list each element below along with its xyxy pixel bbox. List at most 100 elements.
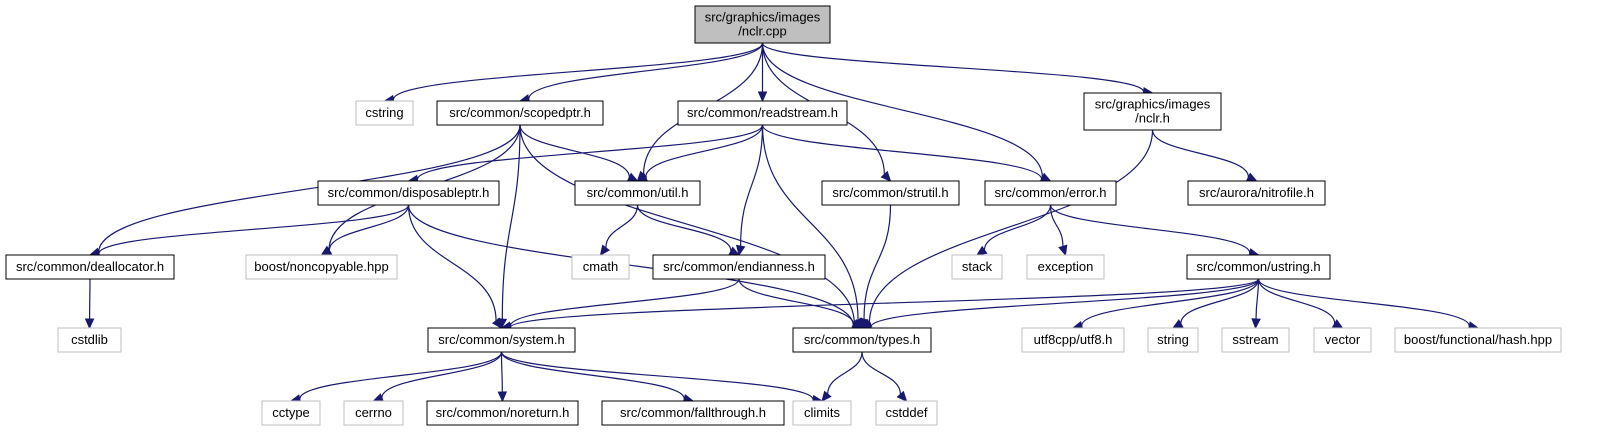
- edges-layer: [84, 42, 1480, 405]
- edge-readstream-to-endianness: [740, 124, 764, 247]
- node-label-noreturn-line-0: src/common/noreturn.h: [436, 405, 570, 420]
- node-label-ustring-line-0: src/common/ustring.h: [1196, 259, 1320, 274]
- edge-ustring-to-types: [870, 278, 1260, 328]
- node-box-nclr_h: [1083, 92, 1222, 131]
- node-sstream: sstream: [1221, 327, 1290, 353]
- node-label-vector-line-0: vector: [1325, 332, 1361, 347]
- node-climits: climits: [792, 400, 852, 426]
- arrowhead-nclr_cpp-to-strutil: [880, 170, 892, 182]
- node-box-deallocator: [5, 254, 175, 280]
- edge-nclr_cpp-to-error: [761, 42, 1043, 178]
- node-box-scopedptr: [436, 100, 604, 126]
- node-label-exception-line-0: exception: [1038, 259, 1094, 274]
- node-stack: stack: [951, 254, 1003, 280]
- node-deallocator[interactable]: src/common/deallocator.h: [5, 254, 175, 280]
- node-cmath: cmath: [571, 254, 630, 280]
- node-label-readstream-line-0: src/common/readstream.h: [687, 105, 838, 120]
- node-box-climits: [792, 400, 852, 426]
- node-system[interactable]: src/common/system.h: [427, 327, 576, 353]
- node-string: string: [1147, 327, 1199, 353]
- edge-nclr_h-to-types: [868, 129, 1154, 323]
- arrowhead-ustring-to-string: [1171, 319, 1184, 329]
- node-label-cstdlib-line-0: cstdlib: [71, 332, 108, 347]
- node-scopedptr[interactable]: src/common/scopedptr.h: [436, 100, 604, 126]
- node-cstddef: cstddef: [875, 400, 938, 426]
- node-label-climits-line-0: climits: [804, 405, 841, 420]
- node-box-cstring: [355, 100, 414, 126]
- node-label-util-line-0: src/common/util.h: [587, 185, 689, 200]
- arrowhead-deallocator-to-cstdlib: [84, 318, 95, 330]
- node-nclr_h[interactable]: src/graphics/images/nclr.h: [1083, 92, 1222, 131]
- node-cstring: cstring: [355, 100, 414, 126]
- node-box-utf8: [1021, 327, 1125, 353]
- arrowhead-types-to-cstddef: [896, 390, 908, 402]
- edge-scopedptr-to-deallocator: [98, 124, 521, 253]
- edge-ustring-to-sstream: [1255, 278, 1260, 320]
- node-box-system: [427, 327, 576, 353]
- node-box-cstdlib: [57, 327, 122, 353]
- node-ustring[interactable]: src/common/ustring.h: [1186, 254, 1331, 280]
- node-box-noreturn: [426, 400, 579, 426]
- node-box-util: [574, 180, 701, 206]
- node-box-cstddef: [875, 400, 938, 426]
- edge-ustring-to-vector: [1257, 278, 1336, 324]
- node-fallthrough[interactable]: src/common/fallthrough.h: [601, 400, 785, 426]
- node-label-sstream-line-0: sstream: [1232, 332, 1278, 347]
- node-label-noncopyable-line-0: boost/noncopyable.hpp: [254, 259, 388, 274]
- edge-system-to-fallthrough: [500, 351, 685, 399]
- node-label-deallocator-line-0: src/common/deallocator.h: [16, 259, 164, 274]
- node-label-disposableptr-line-0: src/common/disposableptr.h: [328, 185, 490, 200]
- node-vector: vector: [1313, 327, 1372, 353]
- node-box-ustring: [1186, 254, 1331, 280]
- edge-disposableptr-to-deallocator: [98, 204, 410, 254]
- arrowhead-disposableptr-to-system: [491, 317, 503, 329]
- edge-scopedptr-to-util: [519, 124, 630, 178]
- arrowhead-nclr_cpp-to-readstream: [757, 91, 768, 103]
- arrowhead-error-to-stack: [975, 245, 988, 256]
- node-noreturn[interactable]: src/common/noreturn.h: [426, 400, 579, 426]
- edge-system-to-noreturn: [500, 351, 503, 393]
- node-box-noncopyable: [245, 254, 398, 280]
- edge-nclr_h-to-nitrofile: [1151, 129, 1250, 178]
- node-error[interactable]: src/common/error.h: [984, 180, 1117, 206]
- node-label-cstring-line-0: cstring: [365, 105, 403, 120]
- edge-disposableptr-to-noncopyable: [328, 204, 410, 251]
- node-nclr_cpp[interactable]: src/graphics/images/nclr.cpp: [694, 5, 831, 44]
- node-label-system-line-0: src/common/system.h: [438, 332, 564, 347]
- edge-readstream-to-error: [761, 124, 1043, 180]
- node-label-nitrofile-line-0: src/aurora/nitrofile.h: [1199, 185, 1314, 200]
- node-util[interactable]: src/common/util.h: [574, 180, 701, 206]
- edge-util-to-cmath: [605, 204, 639, 248]
- node-label-cctype-line-0: cctype: [272, 405, 310, 420]
- node-cerrno: cerrno: [343, 400, 404, 426]
- edge-ustring-to-system: [509, 278, 1260, 328]
- node-types[interactable]: src/common/types.h: [792, 327, 932, 353]
- node-disposableptr[interactable]: src/common/disposableptr.h: [317, 180, 500, 206]
- edge-ustring-to-hash: [1257, 278, 1470, 327]
- node-strutil[interactable]: src/common/strutil.h: [821, 180, 960, 206]
- edge-types-to-climits: [827, 351, 863, 395]
- node-label-utf8-line-0: utf8cpp/utf8.h: [1034, 332, 1113, 347]
- edge-readstream-to-types: [761, 124, 859, 320]
- arrowhead-types-to-climits: [821, 390, 832, 402]
- node-label-stack-line-0: stack: [962, 259, 993, 274]
- node-box-sstream: [1221, 327, 1290, 353]
- edge-endianness-to-system: [509, 278, 740, 327]
- node-readstream[interactable]: src/common/readstream.h: [677, 100, 848, 126]
- arrowhead-ustring-to-sstream: [1251, 318, 1261, 330]
- node-endianness[interactable]: src/common/endianness.h: [652, 254, 826, 280]
- edge-disposableptr-to-types: [407, 204, 854, 326]
- node-label-cstddef-line-0: cstddef: [886, 405, 928, 420]
- arrowhead-readstream-to-endianness: [735, 244, 746, 257]
- node-label-cerrno-line-0: cerrno: [355, 405, 392, 420]
- edge-disposableptr-to-system: [407, 204, 497, 321]
- node-label-types-line-0: src/common/types.h: [804, 332, 920, 347]
- edge-nclr_cpp-to-nclr_h: [761, 42, 1145, 93]
- arrowhead-strutil-to-types: [859, 317, 869, 330]
- node-nitrofile[interactable]: src/aurora/nitrofile.h: [1187, 180, 1326, 206]
- node-box-nitrofile: [1187, 180, 1326, 206]
- arrowhead-system-to-noreturn: [497, 391, 508, 403]
- edge-readstream-to-disposableptr: [416, 124, 764, 180]
- node-box-cerrno: [343, 400, 404, 426]
- node-label-nclr_cpp-line-1: /nclr.cpp: [738, 24, 786, 39]
